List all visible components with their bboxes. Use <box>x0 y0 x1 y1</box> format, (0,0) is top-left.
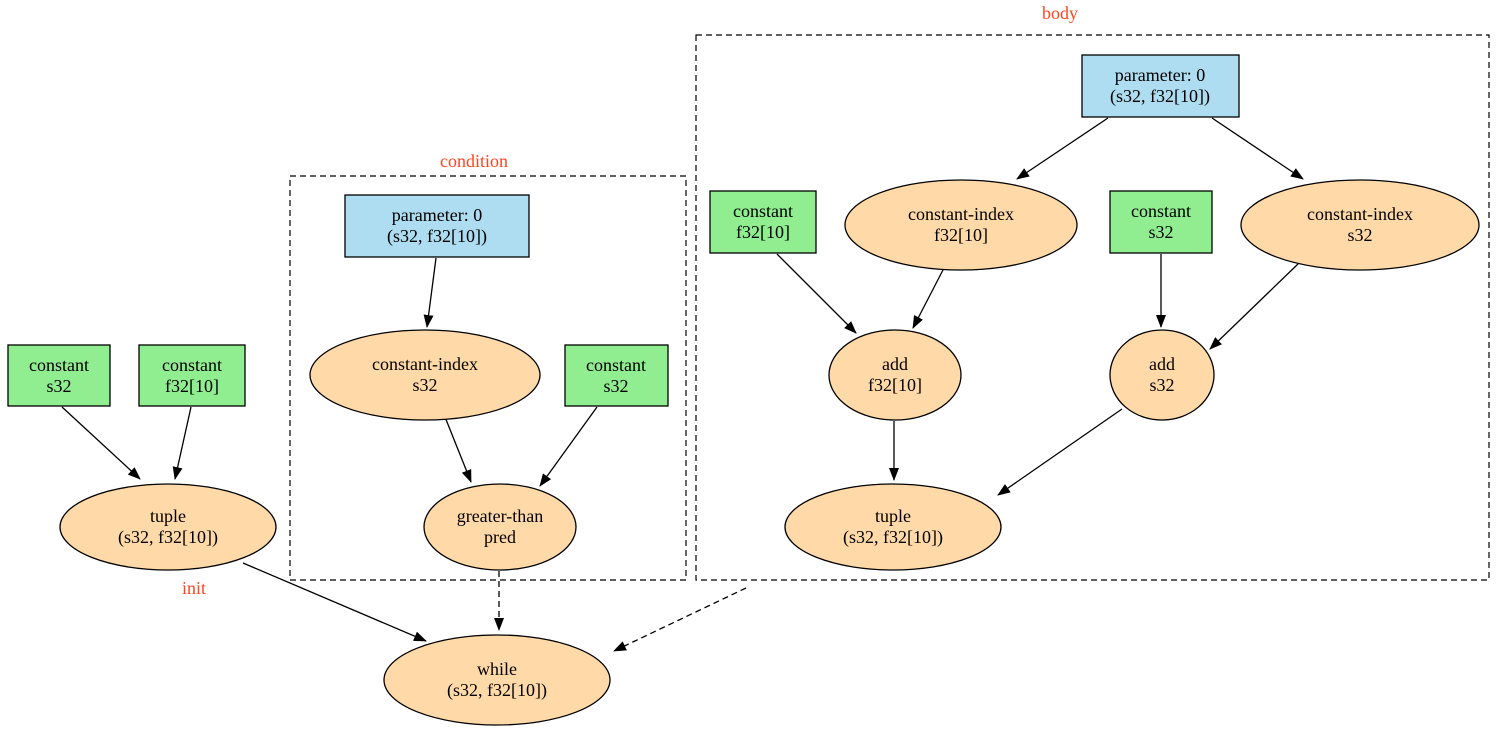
edge-body-add-s32-to-body-tuple <box>997 408 1123 496</box>
node-init-constant-f32: constant f32[10] <box>138 344 246 407</box>
node-label-line1: while <box>477 659 517 679</box>
node-label-line1: add <box>1149 354 1175 374</box>
constant-box <box>709 190 817 254</box>
body-cluster-label: body <box>1042 3 1078 23</box>
node-cond-parameter: parameter: 0 (s32, f32[10]) <box>344 194 530 258</box>
node-label-line1: constant-index <box>372 354 478 374</box>
constant-box <box>1109 190 1213 254</box>
edge-init-constant-s32-to-init-tuple <box>61 406 141 480</box>
node-label-line2: (s32, f32[10]) <box>387 226 487 247</box>
node-label-line2: pred <box>484 527 516 547</box>
node-label-line2: (s32, f32[10]) <box>1110 86 1210 107</box>
node-body-add-f32: add f32[10] <box>828 329 962 421</box>
op-ellipse <box>59 483 277 571</box>
node-body-tuple: tuple (s32, f32[10]) <box>784 483 1002 571</box>
node-label-line2: s32 <box>412 375 437 395</box>
node-label-line2: f32[10] <box>736 222 790 242</box>
node-label-line2: s32 <box>46 376 71 396</box>
edge-cond-constant-s32-to-greater-than <box>539 406 598 487</box>
edge-body-cluster-to-while <box>613 587 747 652</box>
node-label-line2: s32 <box>1148 222 1173 242</box>
node-label-line2: s32 <box>1149 375 1174 395</box>
node-label-line1: parameter: 0 <box>392 205 482 225</box>
node-label-line1: constant <box>29 355 89 375</box>
node-label-line1: tuple <box>875 506 911 526</box>
node-label-line1: tuple <box>150 506 186 526</box>
node-body-parameter: parameter: 0 (s32, f32[10]) <box>1081 54 1240 118</box>
node-label-line1: parameter: 0 <box>1115 65 1205 85</box>
edge-body-parameter-to-constant-index-f32 <box>1016 117 1109 180</box>
edge-body-parameter-to-constant-index-s32 <box>1211 117 1304 180</box>
node-label-line2: (s32, f32[10]) <box>118 527 218 548</box>
op-ellipse <box>828 329 962 421</box>
op-ellipse <box>423 483 577 571</box>
parameter-box <box>1081 54 1240 118</box>
op-ellipse <box>309 329 541 421</box>
node-body-constant-index-f32: constant-index f32[10] <box>844 179 1078 271</box>
constant-box <box>7 344 111 407</box>
constant-box <box>564 344 669 407</box>
node-cond-greater-than: greater-than pred <box>423 483 577 571</box>
op-ellipse <box>383 634 611 726</box>
init-cluster-label: init <box>182 578 206 598</box>
node-label-line1: constant <box>162 355 222 375</box>
node-label-line2: s32 <box>1347 225 1372 245</box>
op-ellipse <box>1109 329 1215 421</box>
node-label-line2: f32[10] <box>165 376 219 396</box>
edge-cond-parameter-to-cond-constant-index <box>423 257 437 328</box>
op-ellipse <box>784 483 1002 571</box>
op-ellipse <box>1240 179 1480 271</box>
node-label-line1: constant <box>586 355 646 375</box>
cluster-condition: condition <box>289 151 687 581</box>
node-while: while (s32, f32[10]) <box>383 634 611 726</box>
node-body-constant-index-s32: constant-index s32 <box>1240 179 1480 271</box>
node-label-line1: constant <box>1131 201 1191 221</box>
node-label-line2: (s32, f32[10]) <box>447 680 547 701</box>
node-body-constant-f32: constant f32[10] <box>709 190 817 254</box>
op-ellipse <box>844 179 1078 271</box>
node-label-line1: constant-index <box>1307 204 1413 224</box>
body-cluster-border <box>695 34 1490 581</box>
condition-cluster-label: condition <box>440 151 508 171</box>
edge-body-constant-index-f32-to-add-f32 <box>912 267 945 329</box>
constant-box <box>138 344 246 407</box>
parameter-box <box>344 194 530 258</box>
edge-init-tuple-to-while <box>242 562 427 642</box>
node-cond-constant-index: constant-index s32 <box>309 329 541 421</box>
node-label-line1: greater-than <box>457 506 544 526</box>
cluster-body: body <box>695 3 1490 581</box>
node-label-line1: constant-index <box>908 204 1014 224</box>
node-body-add-s32: add s32 <box>1109 329 1215 421</box>
node-init-constant-s32: constant s32 <box>7 344 111 407</box>
edge-cond-constant-index-to-greater-than <box>444 416 472 483</box>
edge-body-constant-f32-to-add-f32 <box>776 253 857 334</box>
node-init-tuple: tuple (s32, f32[10]) <box>59 483 277 571</box>
edge-body-constant-index-s32-to-add-s32 <box>1209 262 1300 350</box>
node-label-line2: f32[10] <box>868 375 922 395</box>
node-label-line2: (s32, f32[10]) <box>843 527 943 548</box>
node-label-line1: constant <box>733 201 793 221</box>
node-cond-constant-s32: constant s32 <box>564 344 669 407</box>
node-body-constant-s32: constant s32 <box>1109 190 1213 254</box>
edge-init-constant-f32-to-init-tuple <box>172 406 192 480</box>
node-label-line1: add <box>882 354 908 374</box>
node-label-line2: s32 <box>603 376 628 396</box>
edges <box>61 117 1304 652</box>
node-label-line2: f32[10] <box>934 225 988 245</box>
